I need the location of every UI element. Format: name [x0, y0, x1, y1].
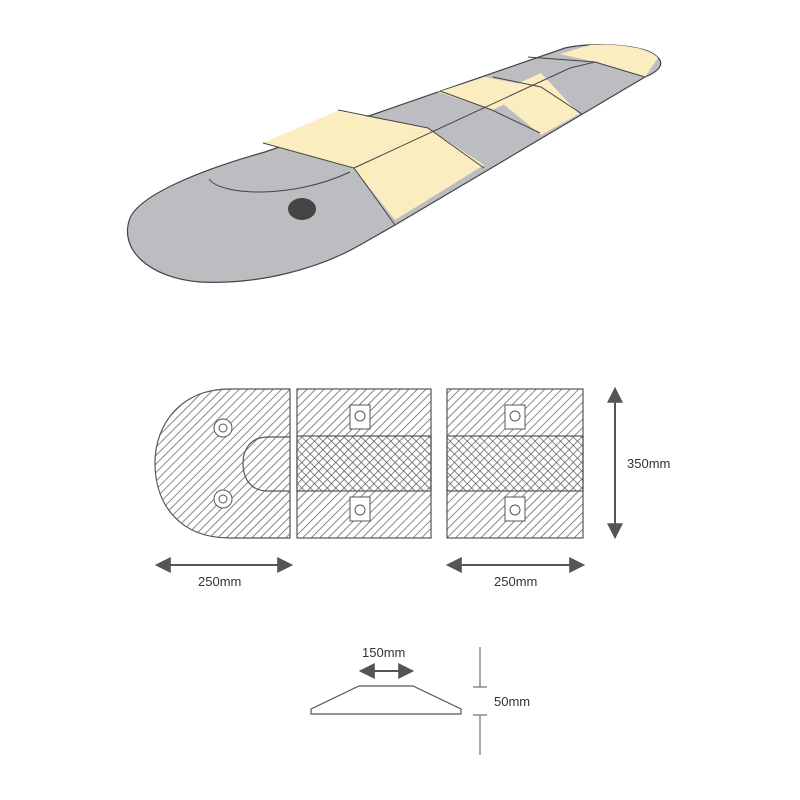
- profile-view: [310, 647, 487, 755]
- perspective-view: [126, 44, 662, 283]
- section-depth-label: 350mm: [627, 456, 671, 471]
- plan-view: [154, 386, 623, 573]
- mounting-hole: [288, 198, 316, 220]
- section-width-label: 250mm: [494, 574, 538, 589]
- height-label: 50mm: [494, 694, 531, 709]
- top-width-label: 150mm: [362, 645, 406, 660]
- end-cap-width-label: 250mm: [198, 574, 242, 589]
